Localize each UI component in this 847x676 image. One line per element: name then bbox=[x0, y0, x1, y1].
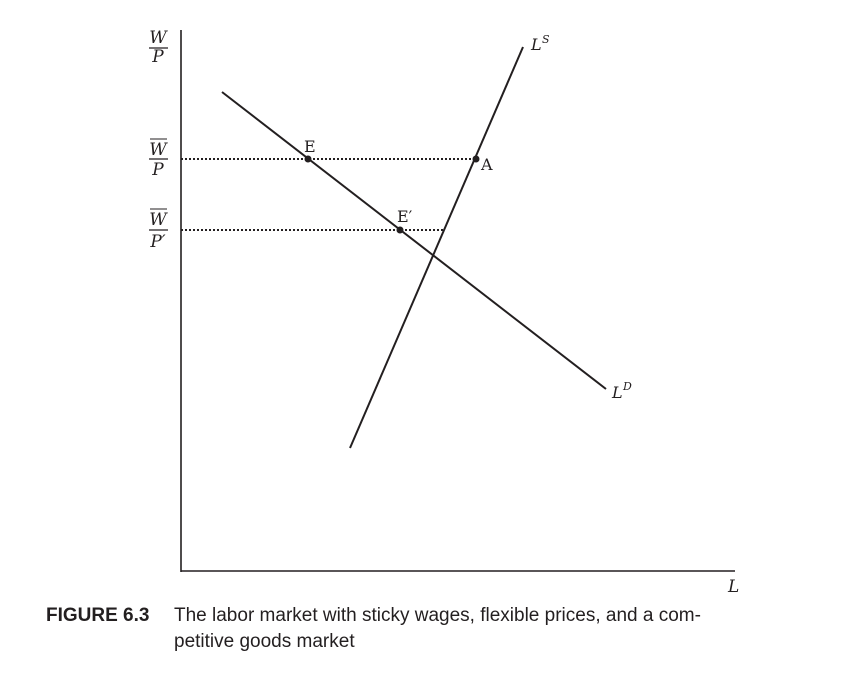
wage-level-label-2: W P′ bbox=[149, 208, 168, 252]
x-axis-label: L bbox=[727, 577, 739, 597]
label-A: A bbox=[480, 155, 493, 174]
y-axis-label: W P bbox=[149, 28, 168, 67]
svg-text:P′: P′ bbox=[149, 232, 165, 252]
label-E: E bbox=[304, 137, 316, 156]
svg-text:L: L bbox=[530, 35, 542, 54]
svg-text:W: W bbox=[149, 28, 168, 48]
svg-text:P: P bbox=[151, 47, 164, 67]
label-labor-supply: L S bbox=[530, 33, 550, 54]
figure-caption: FIGURE 6.3 The labor market with sticky w… bbox=[46, 603, 836, 655]
labor-supply-curve bbox=[349, 46, 524, 449]
caption-text-line1: The labor market with sticky wages, flex… bbox=[174, 605, 701, 626]
labor-market-diagram: W P W P W P′ E E′ A L S L D L bbox=[149, 28, 739, 597]
svg-text:W: W bbox=[149, 210, 168, 230]
point-A bbox=[472, 155, 480, 163]
label-E-prime: E′ bbox=[397, 207, 413, 226]
wage-level-label-1: W P bbox=[149, 138, 168, 180]
caption-text-line2: petitive goods market bbox=[174, 631, 355, 652]
svg-text:W: W bbox=[149, 140, 168, 160]
label-labor-demand: L D bbox=[611, 380, 632, 402]
point-E-prime bbox=[396, 226, 404, 234]
labor-demand-curve bbox=[221, 91, 607, 390]
svg-text:L: L bbox=[611, 383, 623, 402]
caption-label: FIGURE 6.3 bbox=[46, 605, 150, 626]
point-E bbox=[304, 155, 312, 163]
svg-text:P: P bbox=[151, 160, 164, 180]
svg-text:S: S bbox=[542, 33, 550, 46]
svg-text:D: D bbox=[622, 380, 632, 393]
